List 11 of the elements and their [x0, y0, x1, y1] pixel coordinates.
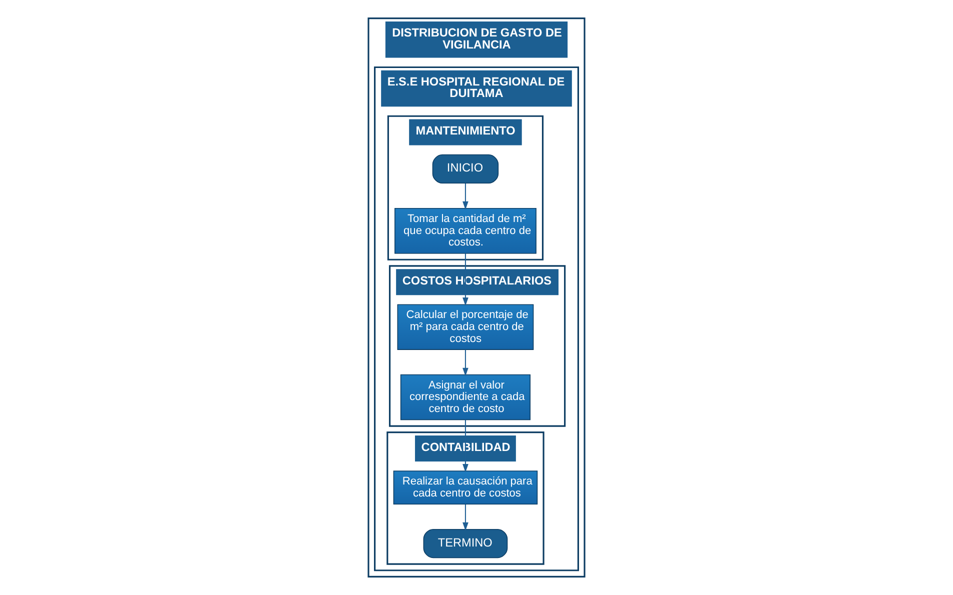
- node-box: INICIO: [432, 154, 499, 184]
- arrow: [462, 350, 468, 376]
- node-box: Asignar el valor correspondiente a cada centro de costo: [400, 374, 531, 420]
- arrow: [462, 183, 468, 210]
- node-box: Realizar la causación para cada centro de costos: [393, 470, 538, 504]
- node-box: Tomar la cantidad de m² que ocupa cada centro de costos.: [394, 208, 536, 254]
- node-box: Calcular el porcentaje de m² para cada centro de costos: [397, 304, 534, 350]
- arrow: [462, 420, 468, 472]
- arrow: [462, 253, 468, 306]
- node-box: TERMINO: [423, 528, 508, 558]
- arrow: [462, 504, 468, 531]
